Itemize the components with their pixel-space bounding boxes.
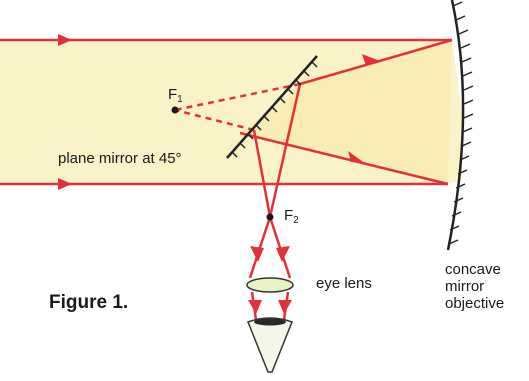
label-f1-subscript: 1 <box>177 94 183 105</box>
label-concave-mirror-line2: mirror <box>445 278 485 295</box>
arrow-marker <box>348 151 366 164</box>
eye <box>247 317 293 373</box>
label-concave-mirror-line3: objective <box>445 295 505 312</box>
arrow-marker <box>362 54 380 66</box>
arrow-marker <box>278 300 292 314</box>
label-f1-letter: F <box>168 86 178 103</box>
figure-caption: Figure 1. <box>49 292 129 313</box>
arrow-marker <box>58 178 72 190</box>
reflected-ray-bottom <box>239 131 449 186</box>
label-f1: F1 <box>168 87 183 105</box>
arrow-marker <box>58 34 72 46</box>
down-ray-left <box>252 129 272 218</box>
label-plane-mirror: plane mirror at 45° <box>58 150 182 167</box>
label-f2: F2 <box>284 208 299 226</box>
focus-f1-point <box>171 106 179 114</box>
focus-f2-point <box>266 213 274 221</box>
reflected-cone <box>240 40 452 184</box>
eye-lens <box>246 277 294 293</box>
eye-pupil <box>254 318 286 326</box>
concave-mirror <box>446 0 465 251</box>
virtual-ray-bottom <box>174 108 255 132</box>
label-f2-letter: F <box>284 207 294 224</box>
label-f2-subscript: 2 <box>293 215 299 226</box>
label-concave-mirror-line1: concave <box>445 261 501 278</box>
arrow-marker <box>248 300 262 314</box>
arrow-marker <box>276 246 290 262</box>
down-ray-right <box>268 83 302 218</box>
concave-mirror-hatching <box>448 1 474 245</box>
arrow-marker <box>250 246 264 262</box>
label-eye-lens: eye lens <box>316 275 372 292</box>
plane-mirror-hatching <box>231 61 318 158</box>
